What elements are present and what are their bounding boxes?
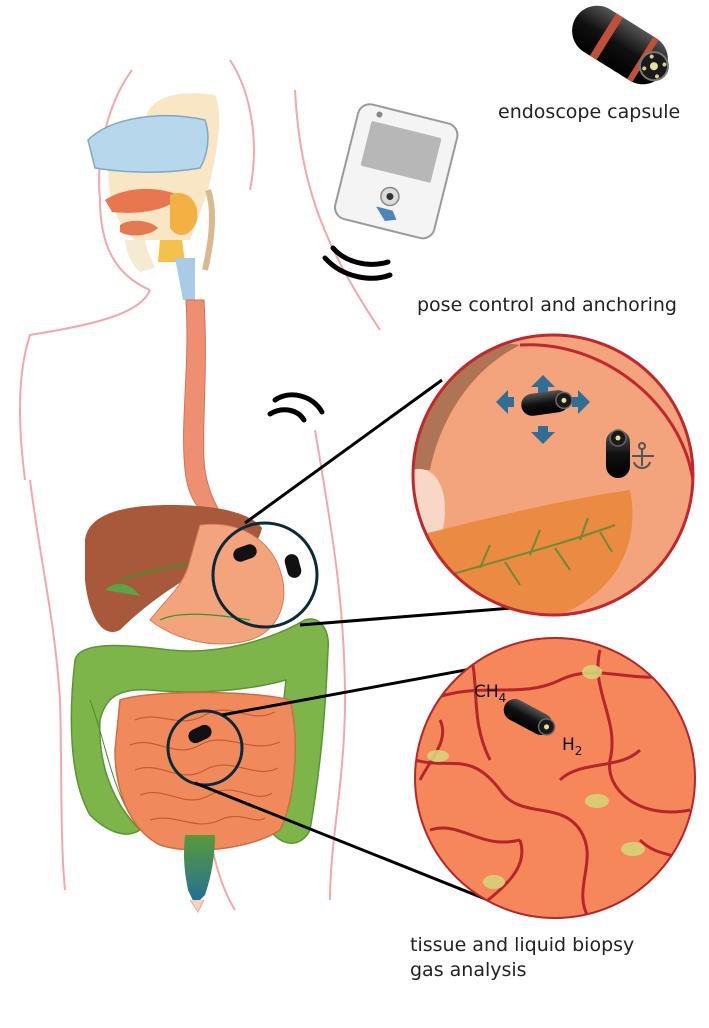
anchor-icon: [632, 442, 654, 469]
esophagus: [183, 299, 223, 521]
magnified-stomach: [411, 333, 695, 617]
body-capsule-intestine: [188, 724, 212, 744]
body-capsule-stomach-1: [233, 544, 257, 562]
head-anatomy: [87, 93, 220, 300]
body-capsule-stomach-2: [284, 554, 302, 578]
capsule-label: endoscope capsule: [498, 101, 681, 123]
rectum: [184, 835, 215, 905]
controller-device: [334, 103, 459, 240]
zoom-ring-intestine: [166, 709, 244, 787]
biopsy-label-line2: gas analysis: [410, 959, 527, 981]
pose-control-label: pose control and anchoring: [417, 294, 677, 316]
signal-waves-upper: [322, 245, 393, 281]
magnified-capsule-moving: [521, 390, 573, 416]
magnified-intestine: CH4 H2: [414, 637, 696, 919]
zoom-ring-stomach: [211, 521, 319, 629]
magnified-capsule-sensing: [503, 698, 556, 736]
signal-waves-lower: [267, 392, 325, 423]
pose-arrows: [496, 375, 590, 444]
capsule-illustration: [572, 5, 669, 85]
hydrogen-label: H2: [562, 735, 582, 758]
methane-label: CH4: [474, 682, 506, 705]
magnified-capsule-anchored: [606, 429, 630, 478]
small-intestine: [114, 691, 296, 851]
biopsy-label-line1: tissue and liquid biopsy: [410, 934, 635, 956]
